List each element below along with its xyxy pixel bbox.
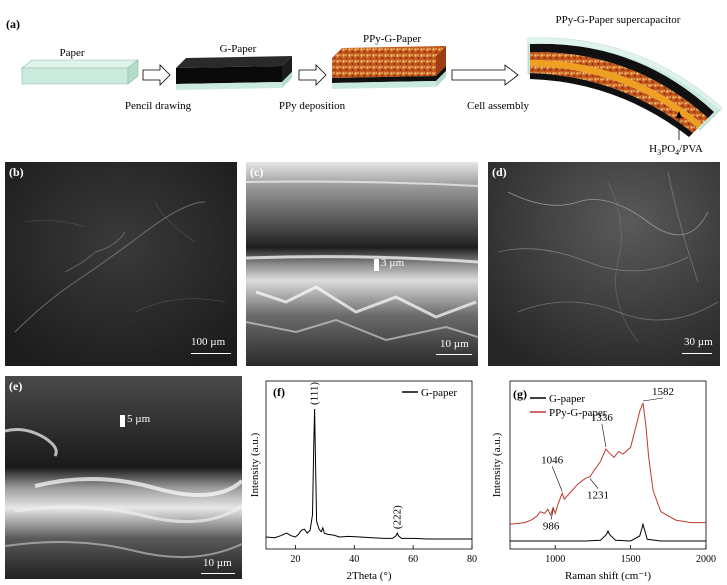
plot-frame-g (509, 380, 707, 550)
panel-e-label: (e) (9, 379, 23, 393)
panel-f-label: (f) (273, 385, 285, 399)
electrolyte-label: H3PO4/PVA (649, 143, 703, 157)
scale-bar-e-label: 10 µm (203, 557, 232, 569)
annotation-g-pointer-3 (601, 423, 607, 448)
annotation-g-1: 1046 (541, 454, 564, 466)
sem-image-b: (b) 100 µm (5, 162, 237, 366)
annotation-g-pointer-2 (589, 478, 599, 489)
panel-d-label: (d) (492, 165, 507, 179)
scale-bar-c-label: 10 µm (440, 338, 469, 350)
arrow-step1 (142, 64, 171, 86)
annotation-g-4: 1582 (652, 386, 674, 398)
xrd-chart-f: (f) G-paper Intensity (a.u.) 2Theta (°) … (249, 380, 477, 582)
xlabel-g: Raman shift (cm⁻¹) (565, 570, 651, 582)
arrow-step2 (298, 64, 327, 86)
scale-bar-c (436, 354, 472, 355)
thickness-label-c: 3 µm (381, 257, 405, 269)
step1-label: Pencil drawing (125, 100, 192, 112)
supercapacitor-label: PPy-G-Paper supercapacitor (556, 14, 681, 26)
panel-c-label: (c) (250, 165, 264, 179)
series-g-1 (509, 402, 706, 525)
annotation-g-pointer-1 (551, 466, 563, 492)
ppy-g-paper-slab (332, 46, 446, 89)
xtick-label-f-80: 80 (467, 554, 477, 565)
xlabel-f: 2Theta (°) (346, 570, 391, 582)
legend-f-text: G-paper (421, 387, 457, 399)
panel-b-label: (b) (9, 165, 24, 179)
step3-label: Cell assembly (467, 100, 530, 112)
thickness-label-e: 5 µm (127, 413, 151, 425)
step2-label: PPy deposition (279, 100, 346, 112)
legend-f: G-paper (402, 387, 457, 399)
annotation-g-pointer-4 (642, 397, 664, 402)
legend-g-text-0: G-paper (549, 393, 585, 405)
xtick-label-f-60: 60 (408, 554, 418, 565)
annotation-g-0: 986 (543, 521, 560, 533)
supercapacitor-stack (527, 37, 723, 137)
xtick-label-g-2000: 2000 (696, 554, 716, 565)
thickness-marker-e (120, 415, 125, 427)
scale-bar-d-label: 30 µm (684, 336, 713, 348)
sem-image-d: (d) 30 µm (488, 162, 720, 366)
paper-label: Paper (59, 47, 84, 59)
scale-bar-b-label: 100 µm (191, 336, 226, 348)
g-paper-label: G-Paper (220, 43, 257, 55)
legend-g: G-paper PPy-G-paper (530, 393, 607, 419)
plot-frame-f (265, 380, 473, 550)
xtick-label-f-40: 40 (349, 554, 359, 565)
schematic-panel-a: (a) Paper Pencil drawing G-Paper PPy dep… (6, 14, 723, 157)
annotation-f-1: (222) (391, 505, 403, 529)
scale-bar-e (201, 573, 235, 574)
g-paper-slab (176, 56, 292, 90)
ylabel-g: Intensity (a.u.) (491, 432, 503, 497)
thickness-marker-c (374, 259, 379, 271)
annotation-g-2: 1231 (587, 490, 609, 502)
series-g-0 (510, 522, 706, 542)
ppy-g-paper-label: PPy-G-Paper (363, 33, 421, 45)
xtick-label-g-1500: 1500 (621, 554, 641, 565)
xtick-label-f-20: 20 (290, 554, 300, 565)
raman-chart-g: (g) G-paper PPy-G-paper Intensity (a.u.)… (491, 380, 716, 582)
xtick-label-g-1000: 1000 (545, 554, 565, 565)
annotation-g-pointer-0 (550, 509, 554, 520)
arrow-step3 (451, 64, 519, 86)
series-f-0 (265, 408, 472, 540)
sem-image-e: (e) 5 µm 10 µm (5, 376, 242, 579)
sem-image-c: (c) 3 µm 10 µm (246, 162, 478, 366)
scale-bar-d (682, 353, 712, 354)
paper-slab (21, 59, 139, 85)
annotation-f-0: (111) (309, 382, 321, 405)
scale-bar-b (191, 353, 231, 354)
ylabel-f: Intensity (a.u.) (249, 432, 261, 497)
panel-g-label: (g) (513, 387, 527, 401)
panel-a-label: (a) (6, 17, 20, 31)
annotation-g-3: 1336 (591, 412, 614, 424)
legend-g-text-1: PPy-G-paper (549, 407, 607, 419)
